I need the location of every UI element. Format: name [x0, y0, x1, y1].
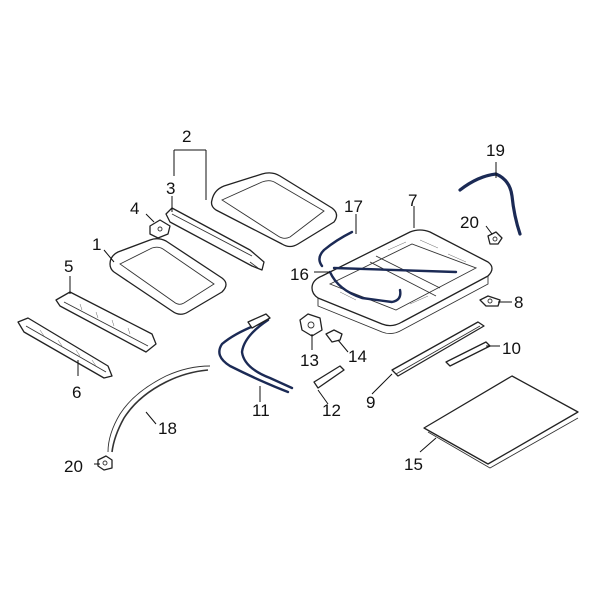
callout-6: 6	[72, 383, 81, 402]
part-seal-9[interactable]	[391, 321, 485, 377]
part-rail-6[interactable]	[17, 317, 113, 379]
callout-9: 9	[366, 393, 375, 412]
callout-20-lower: 20	[64, 457, 83, 476]
part-frame-rail[interactable]	[165, 207, 265, 271]
callout-11: 11	[252, 401, 270, 420]
part-hose-17[interactable]	[318, 230, 354, 268]
part-rail-5[interactable]	[55, 291, 157, 353]
part-tube-18[interactable]	[111, 369, 209, 453]
callout-13: 13	[300, 351, 319, 370]
part-clip-20-lower[interactable]	[97, 455, 113, 471]
part-rail-12[interactable]	[247, 313, 345, 389]
part-tube-19[interactable]	[458, 172, 522, 236]
callout-7: 7	[408, 191, 417, 210]
part-bracket-8[interactable]	[479, 295, 501, 307]
part-sunroof-frame[interactable]	[311, 229, 493, 335]
callout-16: 16	[290, 265, 309, 284]
part-tube-18-outer[interactable]	[107, 365, 211, 453]
part-motor-13[interactable]	[299, 313, 323, 337]
part-harness-16[interactable]	[328, 266, 458, 304]
part-bracket-4[interactable]	[149, 219, 171, 239]
callout-18: 18	[158, 419, 177, 438]
callout-3: 3	[166, 179, 175, 198]
part-glass-1[interactable]	[109, 238, 227, 315]
callout-8: 8	[514, 293, 523, 312]
part-sensor-14[interactable]	[325, 329, 343, 343]
callout-10: 10	[502, 339, 521, 358]
callout-2: 2	[182, 127, 191, 146]
part-glass-panel[interactable]	[210, 172, 338, 248]
callout-19: 19	[486, 141, 505, 160]
callout-20-upper: 20	[460, 213, 479, 232]
callout-5: 5	[64, 257, 73, 276]
callout-14: 14	[348, 347, 367, 366]
part-clip-20-upper[interactable]	[487, 231, 503, 245]
callout-15: 15	[404, 455, 423, 474]
part-seal-10[interactable]	[445, 341, 491, 367]
part-sunshade-15[interactable]	[423, 375, 579, 469]
leader-lines	[69, 149, 512, 465]
part-cable-11-b[interactable]	[240, 318, 294, 390]
part-cable-11[interactable]	[218, 320, 290, 394]
callout-17: 17	[344, 197, 363, 216]
callout-1: 1	[92, 235, 101, 254]
callout-4: 4	[130, 199, 139, 218]
callout-12: 12	[322, 401, 341, 420]
